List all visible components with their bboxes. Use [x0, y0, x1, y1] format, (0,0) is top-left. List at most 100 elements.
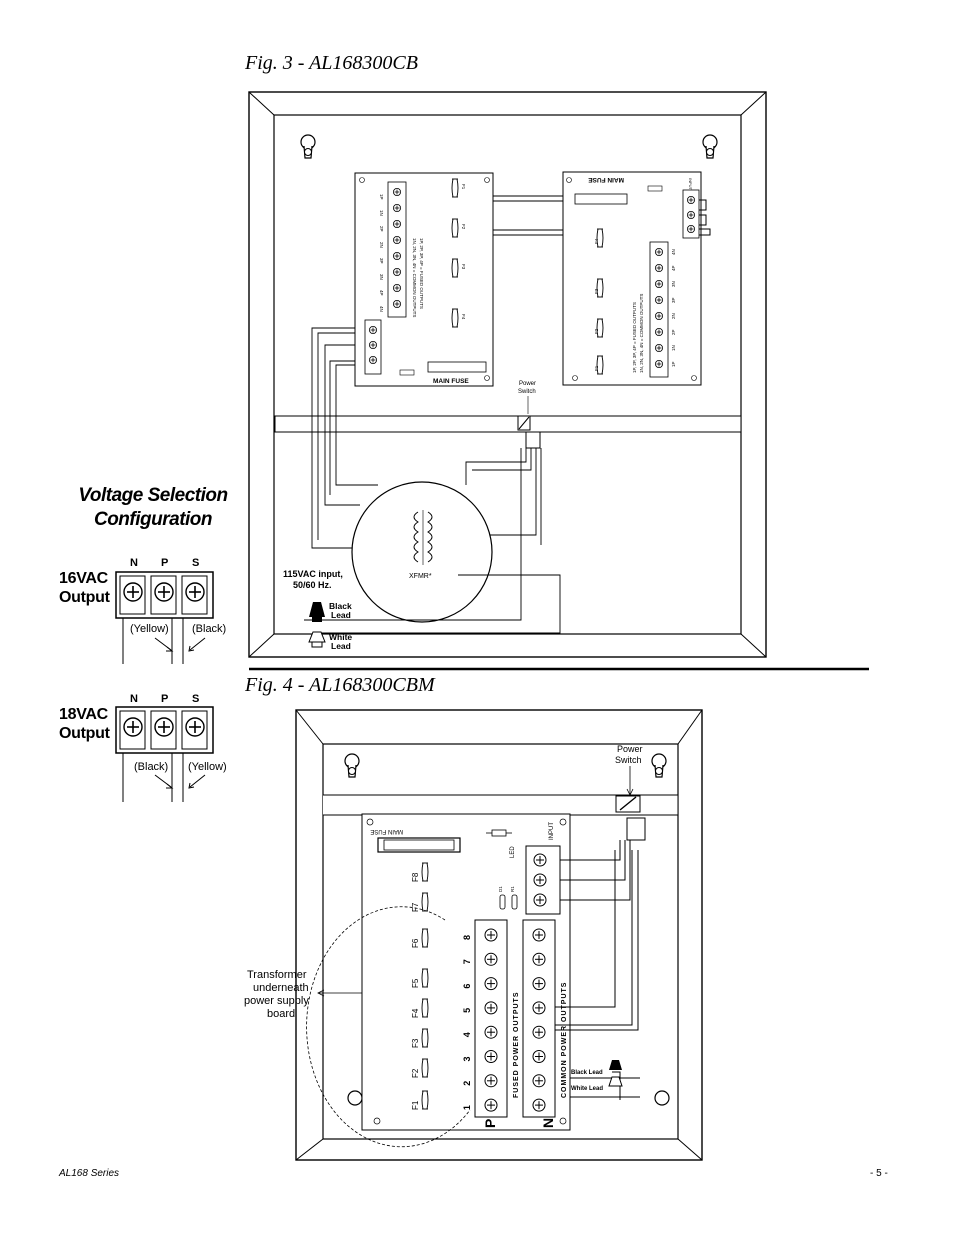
terminal-screw	[655, 295, 663, 305]
footer-series: AL168 Series	[59, 1168, 120, 1179]
r1-label: R1	[510, 886, 515, 892]
terminal-label: 4N	[671, 249, 676, 255]
power-switch-line2: Switch	[615, 755, 642, 765]
output-number: 7	[462, 959, 472, 964]
terminal-label: 3N	[379, 274, 384, 280]
d1-label: D1	[498, 886, 503, 892]
output-number: 5	[462, 1008, 472, 1013]
fig4-leads: Black Lead White Lead	[571, 1060, 623, 1092]
terminal-screw	[655, 359, 663, 369]
main-fuse-label: MAIN FUSE	[433, 378, 469, 385]
terminal-n-label: N	[130, 557, 138, 569]
fig3-transformer: XFMR*	[351, 481, 493, 623]
terminal-screw	[392, 267, 402, 277]
terminal-screw	[392, 235, 402, 245]
fuse-label: F3	[461, 264, 466, 270]
common-output-screw	[532, 1074, 546, 1088]
white-lead-line1: White	[329, 632, 352, 642]
output-number: 8	[462, 935, 472, 940]
fused-power-outputs-label: FUSED POWER OUTPUTS	[513, 991, 520, 1098]
transformer-callout: Transformer underneath power supply boar…	[244, 969, 362, 1020]
fig3-transformer-wires	[304, 327, 561, 634]
terminal-label: 1P	[379, 194, 384, 200]
terminal-p-label: P	[161, 557, 168, 569]
terminal-screw	[392, 203, 402, 213]
terminal-label: 4P	[671, 265, 676, 271]
power-switch-line1: Power	[617, 744, 643, 754]
out18-label: 18VAC Output	[59, 705, 110, 743]
terminal-screw	[392, 187, 402, 197]
terminal-p-label: P	[161, 693, 168, 705]
fuse-label: F1	[461, 184, 466, 190]
common-output-screw	[532, 1025, 546, 1039]
common-output-screw	[532, 977, 546, 991]
fused-output-screw	[484, 1074, 498, 1088]
common-output-screw	[532, 1098, 546, 1112]
fig4-title: Fig. 4 - AL168300CBM	[245, 674, 435, 696]
voltage-title-line2: Configuration	[93, 509, 213, 530]
transformer-line1: Transformer	[247, 969, 307, 981]
terminal-label: 1N	[671, 345, 676, 351]
voltage-selection-title: Voltage Selection Configuration	[68, 484, 238, 532]
terminal-label: 4P	[379, 290, 384, 296]
mount-hole	[654, 1090, 670, 1106]
terminal-label: 2N	[379, 242, 384, 248]
common-outputs-note-right: 1N, 2N, 3N, 4N = COMMON OUTPUTS	[639, 294, 644, 373]
common-output-screw	[532, 1001, 546, 1015]
common-output-screw	[532, 928, 546, 942]
power-switch-label-line2: Switch	[518, 389, 536, 395]
main-fuse-label-inverted: MAIN FUSE	[588, 176, 624, 183]
fig3-leads: Black Lead White Lead 115VAC input, 50/6…	[283, 381, 536, 651]
black-lead-line1: Black	[329, 601, 352, 611]
fig4-power-switch-callout: Power Switch	[615, 744, 643, 796]
out16-label-line2: Output	[59, 589, 110, 606]
fused-output-screw	[484, 952, 498, 966]
transformer-line3: power supply	[244, 995, 309, 1007]
fuse-label: F2	[411, 1068, 420, 1078]
terminal-s-label: S	[192, 557, 199, 569]
input-spec-line1: 115VAC input,	[283, 569, 343, 579]
white-lead-line2: Lead	[331, 641, 351, 651]
black-lead-line2: Lead	[331, 610, 351, 620]
fuse-label: F5	[411, 978, 420, 988]
common-output-screw	[532, 1050, 546, 1063]
main-fuse-label: MAIN FUSE	[370, 828, 403, 834]
fuse-label: F8	[411, 872, 420, 882]
p-label: P	[482, 1119, 498, 1128]
input-spec-line2: 50/60 Hz.	[293, 580, 332, 590]
out16-left-wire: (Yellow)	[130, 623, 169, 635]
output-number: 2	[462, 1081, 472, 1086]
terminal-screw	[655, 247, 663, 257]
fused-output-screw	[484, 1001, 498, 1015]
fused-output-screw	[484, 928, 498, 942]
terminal-label: 4N	[379, 306, 384, 312]
terminal-screw	[392, 219, 402, 229]
terminal-label: 2P	[379, 226, 384, 232]
transformer-line2: underneath	[253, 982, 309, 994]
fuse-label: F4	[461, 314, 466, 320]
out16-label: 16VAC Output	[59, 569, 110, 607]
vs18-terminal-block: N P S (Black) (Yellow)	[115, 693, 227, 802]
fused-output-screw	[484, 1050, 498, 1063]
fig4-wires	[555, 840, 640, 1100]
fuse-label: F6	[411, 938, 420, 948]
mount-hole	[347, 1090, 363, 1106]
fused-output-screw	[484, 1098, 498, 1112]
fuse-label: F7	[411, 902, 420, 912]
transformer-line4: board	[267, 1008, 295, 1020]
terminal-screw	[655, 327, 663, 337]
terminal-label: 1P	[671, 361, 676, 367]
white-lead-label: White Lead	[571, 1086, 603, 1092]
terminal-screw	[392, 283, 402, 293]
fused-outputs-note-right: 1P, 2P, 3P, 4P = FUSED OUTPUTS	[632, 302, 637, 373]
xfmr-label: XFMR*	[409, 573, 432, 580]
fig3-title: Fig. 3 - AL168300CB	[245, 52, 418, 74]
terminal-s-label: S	[192, 693, 199, 705]
terminal-label: 2N	[671, 313, 676, 319]
terminal-screw	[655, 343, 663, 353]
fig4-board: MAIN FUSE LED INPUT D1 R1 F1F2F3F4F5F6F7…	[306, 813, 571, 1148]
terminal-n-label: N	[130, 693, 138, 705]
output-number: 4	[462, 1032, 472, 1037]
